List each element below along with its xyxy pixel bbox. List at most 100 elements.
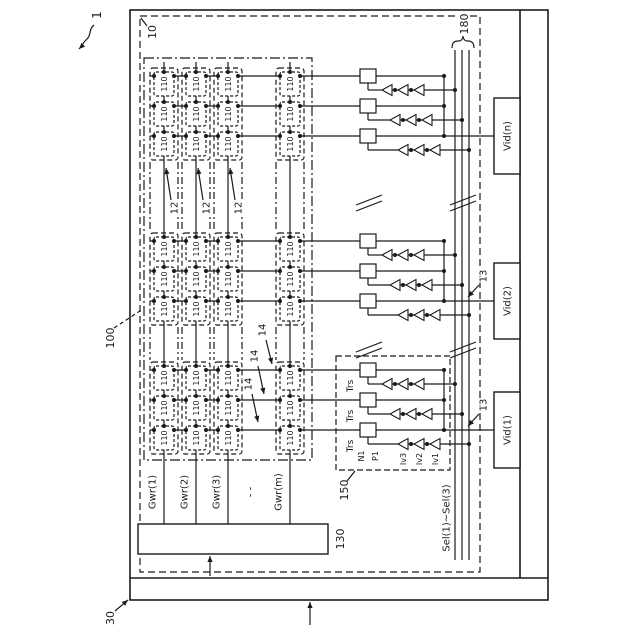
junction-dot [236,368,240,372]
pixel-cell-label: 110 [160,370,169,385]
pixel-cell-label: 110 [224,136,233,151]
transistor-body [359,263,377,279]
junction-dot [172,269,176,273]
junction-dot [152,134,156,138]
pixel-array-ref: 100 [104,328,117,349]
node-p-label: P1 [371,451,380,461]
inverter-icon [412,437,425,451]
data-line-leader-head [260,387,266,394]
junction-dot [236,104,240,108]
inverter-icon [428,437,441,451]
board-input-arrow-head [307,602,313,608]
inverter-icon [396,83,409,97]
junction-dot [152,239,156,243]
pixel-cell-label: 110 [224,271,233,286]
junction-dot [278,74,282,78]
junction-dot [298,134,302,138]
inverter-icon [412,377,425,391]
pixel-cell-label: 110 [224,106,233,121]
inverter-icon [380,377,393,391]
junction-dot [298,299,302,303]
inverter-icon [380,83,393,97]
junction-dot [204,74,208,78]
junction-dot [172,134,176,138]
pixel-cell-label: 110 [224,76,233,91]
pixel-cell-label: 110 [224,370,233,385]
junction-dot [409,442,413,446]
transistor-label: Trs [346,409,356,423]
junction-dot [216,74,220,78]
junction-dot [401,283,405,287]
pixel-cell-label: 110 [160,430,169,445]
pixel-cell-label: 110 [192,430,201,445]
junction-dot [194,70,198,74]
junction-dot [184,74,188,78]
data-line-ref: 14 [258,324,269,337]
node-n-label: N1 [357,450,366,461]
junction-dot [184,269,188,273]
inverter-icon [412,83,425,97]
data-line-leader-head [254,415,260,422]
junction-dot [442,368,446,372]
transistor-body [359,422,377,438]
data-line-ref: 14 [244,378,255,391]
pixel-column-outline [181,232,211,326]
video-terminal-box [493,97,521,175]
junction-dot [442,299,446,303]
scan-line-ref: 12 [234,202,245,215]
junction-dot [442,398,446,402]
pixel-cell-label: 110 [286,241,295,256]
inverter-icon [420,113,433,127]
junction-dot [226,394,230,398]
break-mark [449,194,477,206]
pixel-array-leader [113,308,144,329]
scan-signal-label: Gwr(2) [180,475,191,509]
junction-dot [393,88,397,92]
scan-line-leader-head [196,168,202,175]
junction-dot [216,299,220,303]
junction-dot [425,148,429,152]
junction-dot [442,134,446,138]
junction-dot [298,239,302,243]
break-mark [449,347,477,359]
junction-dot [226,235,230,239]
junction-dot [172,104,176,108]
inverter-icon [428,143,441,157]
break-mark [449,200,477,212]
junction-dot [409,313,413,317]
junction-dot [172,74,176,78]
inverter-icon [404,113,417,127]
break-mark [355,341,383,353]
junction-dot [278,104,282,108]
device-leader-head [79,43,86,49]
data-transfer-leader-head [468,290,474,297]
pixel-cell-label: 110 [192,400,201,415]
junction-dot [298,269,302,273]
junction-dot [204,269,208,273]
pixel-cell-label: 110 [224,241,233,256]
junction-dot [162,100,166,104]
pixel-cell-label: 110 [224,430,233,445]
inverter-icon [396,437,409,451]
transistor-label: Trs [346,379,356,393]
junction-dot [152,299,156,303]
pixel-column-outline [149,361,179,455]
junction-dot [409,148,413,152]
demux-outline [335,355,451,471]
inverter-icon [412,308,425,322]
junction-dot [204,428,208,432]
inverter-icon [388,278,401,292]
pixel-cell-label: 110 [160,400,169,415]
inverter-icon [396,308,409,322]
device-ref: 1 [90,11,104,19]
junction-dot [298,368,302,372]
junction-dot [417,118,421,122]
inverter-icon [420,407,433,421]
scan-driver-ref: 130 [334,529,347,550]
junction-dot [236,134,240,138]
pixel-cell-label: 110 [286,430,295,445]
junction-dot [236,428,240,432]
data-transfer-leader-head [468,419,474,426]
junction-dot [194,364,198,368]
junction-dot [278,269,282,273]
